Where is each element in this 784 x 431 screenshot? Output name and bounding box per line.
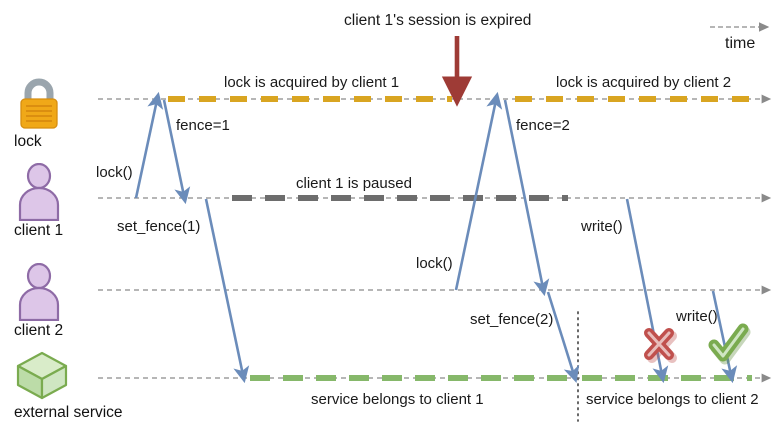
actor-label-client-1: client 1 <box>14 222 64 239</box>
padlock-icon <box>14 74 64 132</box>
arrow-lock-call-2 <box>454 91 503 291</box>
label-write-2: write() <box>676 308 718 325</box>
label-set-fence-2: set_fence(2) <box>470 311 554 328</box>
label-write-1: write() <box>581 218 623 235</box>
note-lock-client-2: lock is acquired by client 2 <box>556 74 732 91</box>
arrow-fence-2 <box>503 99 550 297</box>
arrow-write-2 <box>711 290 738 384</box>
person-icon <box>14 162 64 222</box>
label-lock-call-1: lock() <box>96 164 133 181</box>
note-client-1-paused: client 1 is paused <box>296 175 412 192</box>
label-fence-2: fence=2 <box>516 117 570 134</box>
cube-icon <box>14 350 70 402</box>
cross-mark-icon <box>644 328 677 363</box>
label-lock-call-2: lock() <box>416 255 453 272</box>
arrow-fence-1 <box>162 99 191 205</box>
session-expiry-note: client 1's session is expired <box>344 12 532 29</box>
actor-label-external-service: external service <box>14 404 123 421</box>
check-mark-icon <box>708 323 751 365</box>
person-icon <box>14 262 64 322</box>
label-set-fence-1: set_fence(1) <box>117 218 201 235</box>
note-service-client-1: service belongs to client 1 <box>311 391 484 408</box>
actor-label-lock: lock <box>14 133 42 150</box>
note-service-client-2: service belongs to client 2 <box>586 391 759 408</box>
label-fence-1: fence=1 <box>176 117 230 134</box>
time-axis-label: time <box>725 35 756 52</box>
actor-label-client-2: client 2 <box>14 322 64 339</box>
note-lock-client-1: lock is acquired by client 1 <box>224 74 400 91</box>
arrow-set-fence-2 <box>546 291 580 383</box>
arrow-lock-call-1 <box>134 91 164 199</box>
arrow-set-fence-1 <box>204 198 250 384</box>
